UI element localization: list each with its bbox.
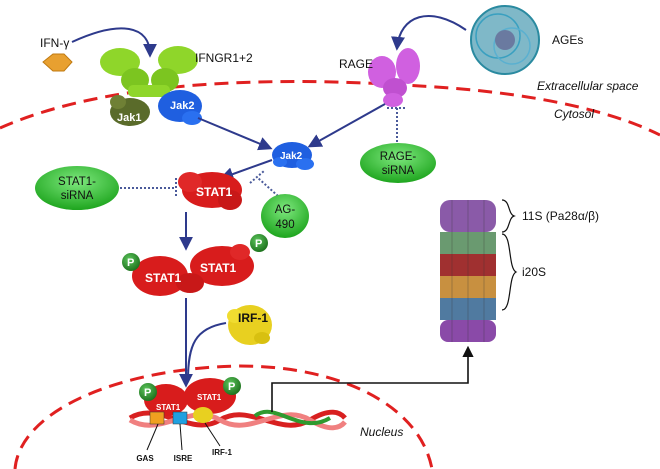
ifngr-receptor — [100, 46, 198, 97]
svg-text:siRNA: siRNA — [382, 165, 415, 177]
rage-label: RAGE — [339, 57, 373, 71]
jak2-central-label: Jak2 — [280, 151, 303, 162]
ifn-gamma-hexagon — [42, 53, 73, 72]
nuclear-envelope — [13, 364, 434, 469]
phospho-circle-4: P — [223, 377, 241, 395]
irf1-site-label: IRF-1 — [212, 448, 233, 457]
ages-particle — [470, 5, 540, 75]
svg-text:490: 490 — [275, 219, 294, 231]
immunoproteasome — [440, 200, 496, 342]
ifn-to-receptor-arrow — [71, 27, 157, 58]
receptor-jak2-arrow — [197, 117, 273, 151]
phospho-circle-1: P — [122, 253, 140, 271]
stat1-sirna-pill: STAT1- siRNA — [35, 166, 119, 210]
phospho-circle-3: P — [139, 383, 157, 401]
dna-stat1-right-label: STAT1 — [197, 393, 222, 402]
stat1-monomer — [178, 172, 242, 210]
dna-helix — [128, 409, 347, 431]
rage-sirna-pill: RAGE- siRNA — [360, 143, 436, 183]
ag490-inhibitor-line — [257, 177, 279, 197]
svg-text:siRNA: siRNA — [61, 190, 94, 202]
svg-text:P: P — [255, 238, 262, 250]
rage-receptor — [368, 48, 420, 107]
svg-text:P: P — [127, 257, 134, 269]
dna-stat1-left-label: STAT1 — [156, 403, 181, 412]
cytosol-label: Cytosol — [554, 107, 594, 121]
rage-jak2-arrow — [307, 103, 386, 148]
isre-box — [172, 411, 188, 425]
svg-text:AG-: AG- — [275, 204, 296, 216]
gas-box — [149, 411, 165, 425]
nucleus-label: Nucleus — [360, 425, 403, 439]
jak2-receptor-label: Jak2 — [170, 100, 194, 112]
brace-i20s — [501, 233, 518, 311]
irf1-dna-arrow — [187, 322, 227, 381]
phospho-circle-2: P — [250, 234, 268, 252]
ages-label: AGEs — [552, 33, 583, 47]
ifn-gamma-label: IFN-γ — [40, 36, 69, 50]
jak1-protein — [110, 95, 150, 126]
label-11s: 11S (Pa28α/β) — [522, 209, 599, 223]
stat1-dimer — [132, 244, 254, 296]
irf1-dna-bound — [193, 407, 213, 423]
jak1-label: Jak1 — [117, 112, 141, 124]
expression-arrow — [271, 345, 474, 412]
irf1-label: IRF-1 — [238, 311, 268, 325]
stat1-dimer-right-label: STAT1 — [200, 261, 237, 275]
brace-11s — [501, 199, 516, 233]
irf1-protein — [227, 305, 272, 345]
svg-text:RAGE-: RAGE- — [380, 151, 417, 163]
ag490-inhibitor-bar — [249, 170, 265, 184]
label-i20s: i20S — [522, 265, 546, 279]
svg-text:P: P — [228, 381, 235, 393]
ages-to-rage-arrow — [391, 15, 467, 51]
gas-label: GAS — [136, 454, 154, 463]
stat1-dimer-left-label: STAT1 — [145, 271, 182, 285]
svg-text:STAT1-: STAT1- — [58, 176, 96, 188]
jak2-central-protein — [272, 142, 314, 170]
ifngr-label: IFNGR1+2 — [195, 51, 253, 65]
isre-label: ISRE — [174, 454, 193, 463]
ag490-pill: AG- 490 — [261, 194, 309, 238]
svg-text:P: P — [144, 387, 151, 399]
extracellular-label: Extracellular space — [537, 79, 639, 93]
jak2-receptor-protein — [158, 90, 202, 125]
stat1-monomer-label: STAT1 — [196, 185, 233, 199]
jak2-stat1-arrow — [219, 159, 273, 181]
